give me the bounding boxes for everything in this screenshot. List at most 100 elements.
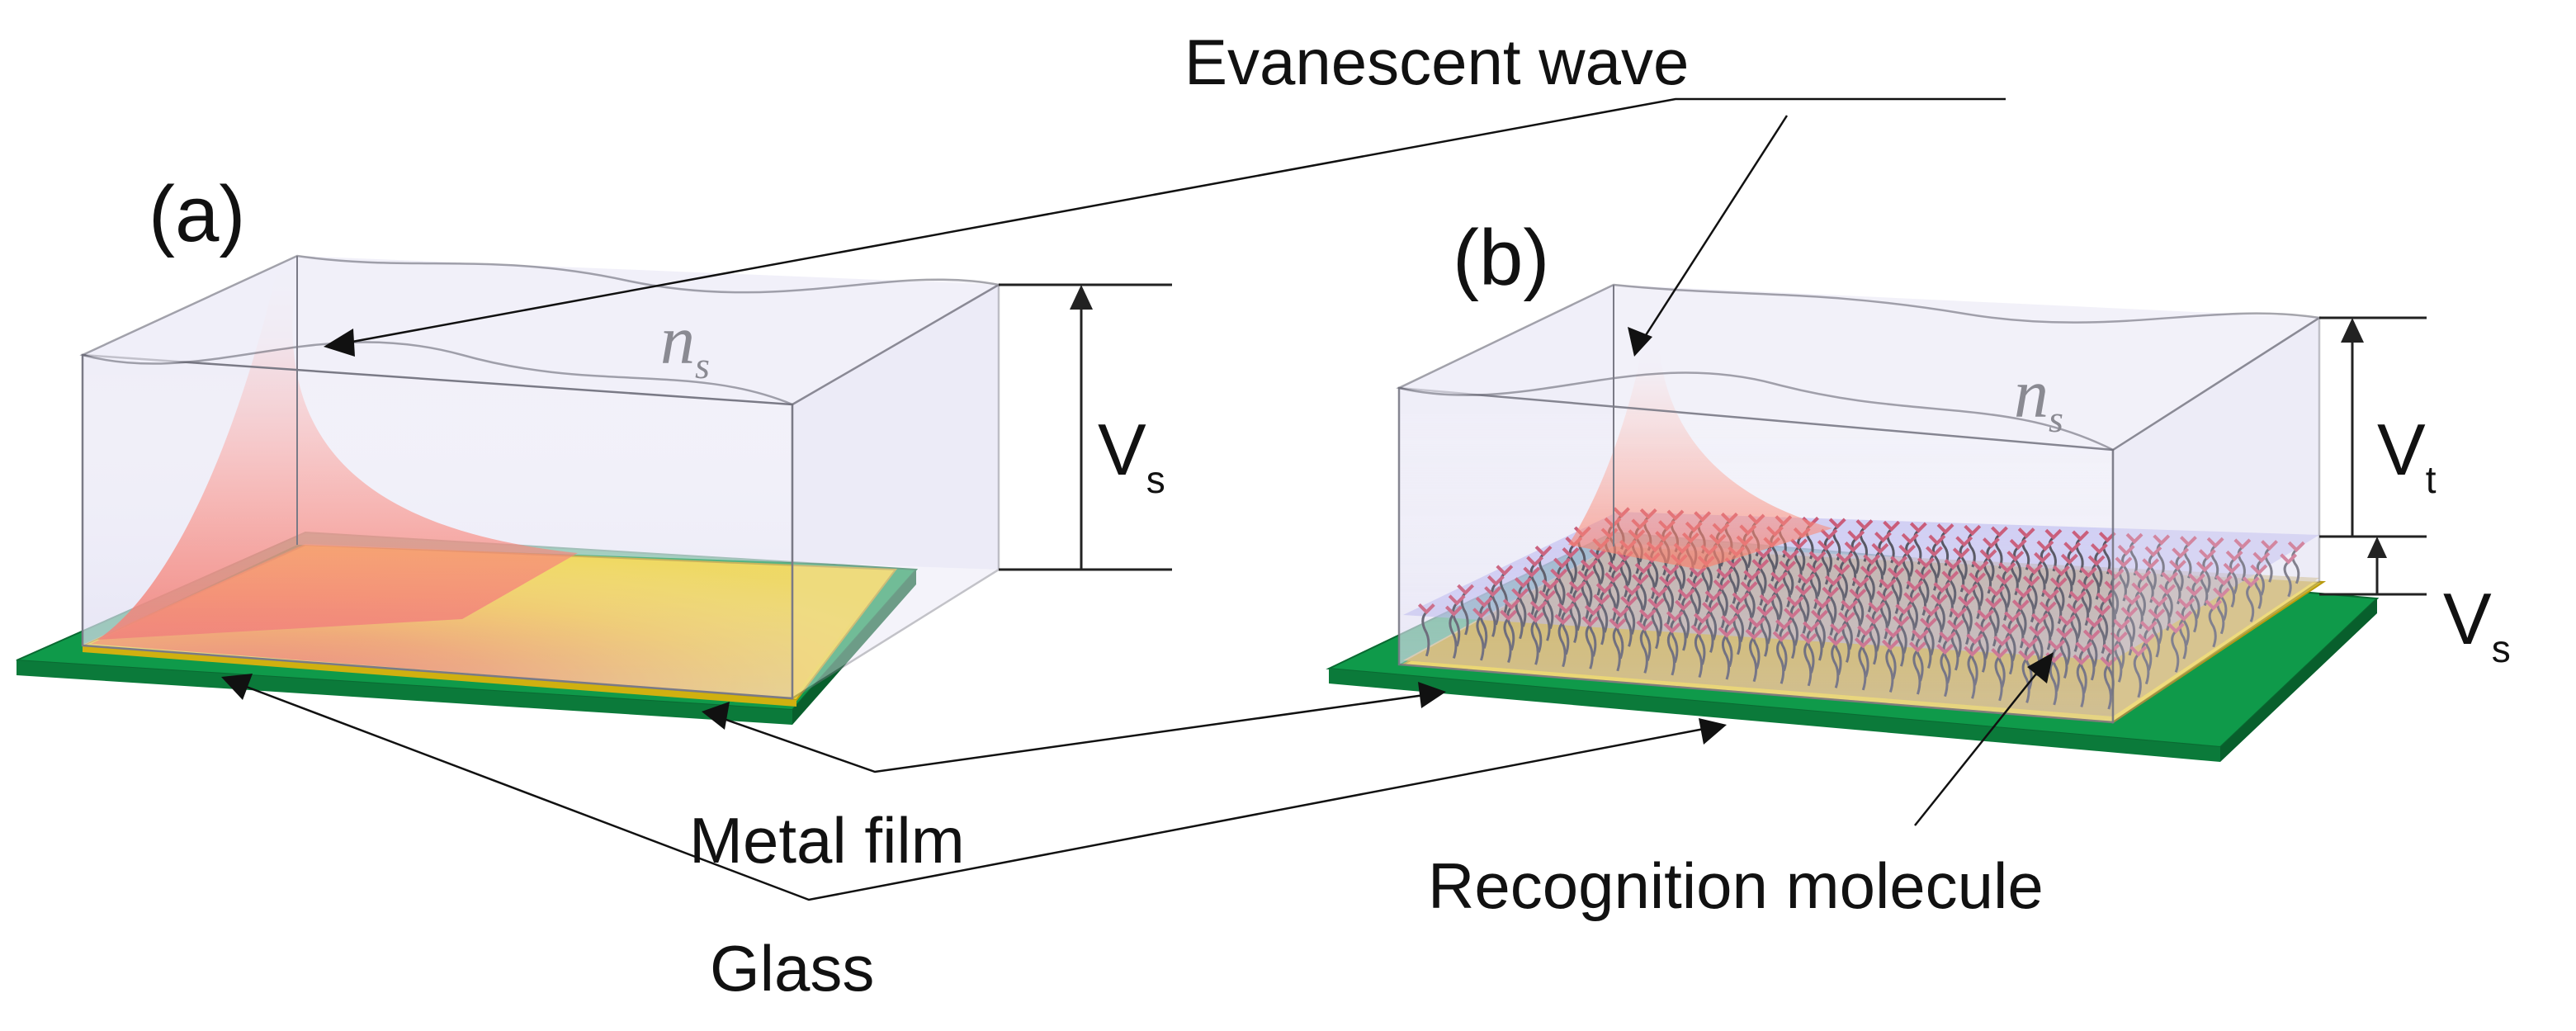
molecule-stem — [2183, 543, 2192, 579]
molecule-stem — [2114, 639, 2123, 683]
molecule-head — [2139, 621, 2158, 632]
molecule-head — [2212, 587, 2230, 598]
molecule-stem — [2121, 552, 2130, 589]
molecule-head — [2188, 573, 2205, 584]
molecule-head — [2180, 536, 2197, 547]
callout-arrowheads — [221, 327, 2054, 745]
molecule-head — [2287, 541, 2305, 552]
molecule-head — [2186, 585, 2203, 597]
panel-a: (a) ns Vs — [16, 170, 1172, 725]
molecule-stem — [2202, 556, 2211, 594]
molecule-head — [2198, 549, 2216, 560]
label-metal-film: Metal film — [689, 804, 965, 877]
molecule-stem — [2237, 546, 2246, 582]
molecule-head — [2172, 547, 2190, 559]
panel-label-b: (b) — [1453, 214, 1549, 302]
molecule-head — [2137, 633, 2155, 645]
molecule-head — [2169, 560, 2186, 571]
molecule-stem — [2208, 607, 2217, 648]
evanescent-wave-leader-b — [1637, 115, 1789, 348]
molecule-head — [2115, 556, 2133, 568]
molecule-stem — [2127, 602, 2136, 642]
liquid-surface-a — [79, 254, 1002, 406]
molecule-head — [2148, 608, 2166, 620]
molecule-stem — [2175, 555, 2184, 592]
molecule-stem — [2145, 565, 2154, 603]
label-evanescent-wave: Evanescent wave — [1184, 26, 1689, 98]
molecule-stem — [2283, 560, 2292, 598]
molecule-stem — [2189, 593, 2198, 633]
glass-substrate-side-b — [2220, 598, 2377, 762]
evanescent-wave-leader — [333, 97, 2006, 347]
molecule-stem — [2171, 630, 2180, 673]
panel-label-a: (a) — [149, 170, 245, 258]
glass-leader — [230, 679, 1718, 901]
molecule-stem — [2229, 558, 2238, 594]
metal-film-edge-a — [83, 646, 796, 707]
molecule-head — [2196, 560, 2214, 573]
molecule-head — [2214, 575, 2233, 586]
refractive-index-b: ns — [2014, 356, 2063, 440]
molecule-stem — [2162, 591, 2171, 631]
molecule-stem — [2129, 541, 2139, 576]
molecule-stem — [2200, 569, 2209, 607]
vs-arrowhead-b — [2367, 537, 2387, 558]
vt-arrowhead-b — [2341, 318, 2364, 343]
molecule-head — [2144, 546, 2162, 557]
molecule-head — [2123, 594, 2141, 606]
volume-label-vt-b: Vt — [2377, 409, 2437, 501]
liquid-front-a — [81, 353, 794, 700]
molecule-head — [2120, 607, 2139, 618]
glass-substrate-side-a — [792, 570, 916, 725]
molecule-stem — [2181, 605, 2190, 646]
molecule-stem — [2178, 617, 2187, 660]
liquid-front-b — [1397, 386, 2115, 724]
arrowhead-evanescent-a — [324, 329, 355, 357]
arrowhead-metal-b — [1418, 682, 1446, 708]
molecule-stem — [2153, 603, 2162, 645]
label-recognition-molecule: Recognition molecule — [1428, 849, 2044, 922]
arrowhead-evanescent-b — [1628, 327, 1652, 357]
molecule-head — [2110, 631, 2128, 643]
molecule-head — [2158, 584, 2177, 595]
molecule-stem — [2164, 579, 2173, 618]
molecule-head — [2112, 618, 2130, 631]
molecule-stem — [2118, 564, 2127, 602]
panel-b: (b) ns Vt Vs — [1326, 214, 2511, 762]
molecule-stem — [2148, 553, 2157, 590]
molecule-stem — [2216, 594, 2225, 635]
molecule-stem — [2264, 547, 2273, 583]
callouts — [230, 97, 2048, 901]
molecule-head — [2153, 534, 2171, 546]
molecule-stem — [2134, 589, 2144, 630]
molecule-head — [2142, 558, 2160, 570]
molecule-head — [2252, 551, 2271, 563]
molecule-stem — [2256, 559, 2265, 596]
molecule-head — [2225, 550, 2243, 562]
volume-label-vs-a: Vs — [1098, 409, 1165, 501]
molecule-stem — [2191, 580, 2200, 619]
molecule-head — [2129, 646, 2148, 657]
molecule-stem — [2246, 584, 2255, 622]
molecule-head — [2250, 564, 2268, 575]
molecule-head — [2117, 544, 2135, 556]
molecule-stem — [2219, 582, 2228, 621]
molecule-head — [2205, 599, 2223, 611]
molecule-head — [2134, 570, 2152, 581]
molecule-stem — [2144, 628, 2153, 671]
molecule-stem — [2141, 641, 2150, 685]
molecule-head — [2233, 538, 2252, 550]
molecule-stem — [2116, 627, 2125, 669]
arrowhead-glass-a — [221, 674, 253, 700]
arrowhead-glass-b — [1699, 718, 1727, 745]
molecule-head — [2242, 576, 2260, 588]
molecule-stem — [2133, 653, 2142, 698]
recognition-molecule-leader — [1914, 660, 2048, 826]
molecule-head — [2223, 562, 2241, 575]
arrowhead-molecule — [2027, 652, 2054, 683]
molecule-head — [2280, 553, 2298, 565]
molecule-head — [2131, 582, 2149, 594]
glass-substrate-edge-b — [1329, 669, 2220, 762]
